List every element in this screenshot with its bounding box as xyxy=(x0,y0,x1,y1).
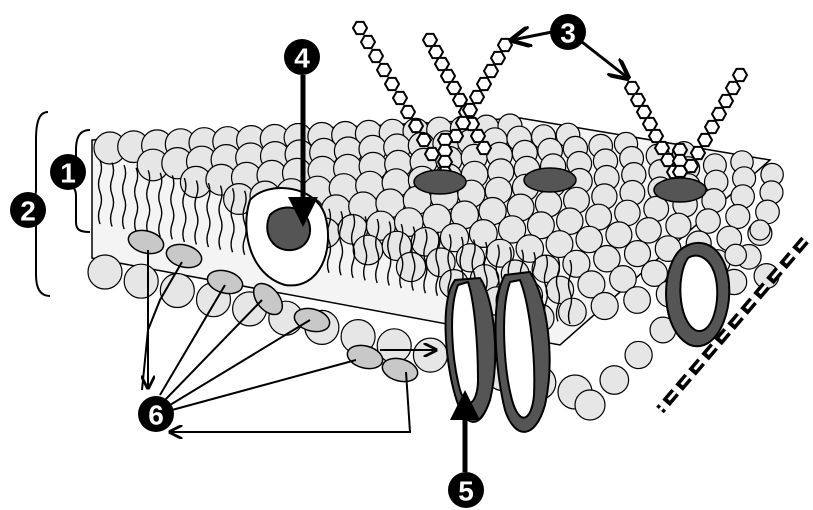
callout-2: 2 xyxy=(10,192,46,228)
lipid-head xyxy=(726,205,750,229)
sugar-ring xyxy=(655,142,669,154)
sugar-ring xyxy=(498,39,512,51)
sugar-ring xyxy=(425,148,439,160)
glycoprotein-base xyxy=(654,178,706,202)
lipid-head xyxy=(600,366,629,395)
sugar-ring xyxy=(698,134,712,146)
sugar-ring xyxy=(491,52,505,64)
callout-1: 1 xyxy=(50,154,86,190)
sugar-ring xyxy=(733,69,747,81)
lipid-head xyxy=(750,220,770,240)
callout-3-label: 3 xyxy=(560,18,576,49)
sugar-ring xyxy=(429,46,443,58)
callout-1-label: 1 xyxy=(60,158,76,189)
sugar-ring xyxy=(441,70,455,82)
sugar-ring xyxy=(393,92,407,104)
callout-5: 5 xyxy=(448,472,484,508)
lipid-head xyxy=(636,218,661,243)
sugar-ring xyxy=(456,117,470,129)
sugar-ring xyxy=(435,58,449,70)
sugar-ring xyxy=(625,82,639,94)
channel-protein xyxy=(446,272,550,432)
sugar-ring xyxy=(477,78,491,90)
sugar-ring xyxy=(377,64,391,76)
callout-6-label: 6 xyxy=(148,400,164,431)
lipid-head xyxy=(591,293,618,320)
sugar-ring xyxy=(643,118,657,130)
sugar-ring xyxy=(361,36,375,48)
callout-5-label: 5 xyxy=(458,476,474,507)
sugar-ring xyxy=(637,106,651,118)
sugar-ring xyxy=(726,82,740,94)
callout-4: 4 xyxy=(284,39,320,75)
sugar-ring xyxy=(401,106,415,118)
sugar-ring xyxy=(463,104,477,116)
sugar-ring xyxy=(631,94,645,106)
lipid-head xyxy=(559,298,587,326)
sugar-ring xyxy=(417,134,431,146)
sugar-ring xyxy=(691,147,705,159)
sugar-ring xyxy=(484,65,498,77)
sugar-ring xyxy=(649,130,663,142)
lipid-head xyxy=(625,341,652,368)
sugar-ring xyxy=(353,22,367,34)
callout-2-label: 2 xyxy=(20,196,36,227)
callout-4-label: 4 xyxy=(294,43,310,74)
sugar-ring xyxy=(477,142,491,154)
sugar-ring xyxy=(712,108,726,120)
sugar-ring xyxy=(471,130,485,142)
lipid-head xyxy=(624,287,651,314)
sugar-ring xyxy=(409,120,423,132)
side-protein xyxy=(666,243,729,346)
lipid-head xyxy=(666,213,691,238)
sugar-ring xyxy=(369,50,383,62)
lipid-head xyxy=(575,390,605,420)
sugar-ring xyxy=(385,78,399,90)
lipid-head xyxy=(396,252,425,281)
glycoprotein-base xyxy=(524,168,576,192)
lipid-head xyxy=(88,255,122,289)
glycoprotein-base xyxy=(414,170,466,194)
sugar-ring xyxy=(470,91,484,103)
lipid-head xyxy=(725,244,746,265)
lipid-head xyxy=(696,209,720,233)
sugar-ring xyxy=(719,95,733,107)
sugar-ring xyxy=(453,94,467,106)
lipid-head xyxy=(413,338,447,372)
sugar-ring xyxy=(447,82,461,94)
callout-6: 6 xyxy=(138,396,174,432)
callout-3: 3 xyxy=(550,14,586,50)
sugar-ring xyxy=(705,121,719,133)
lipid-head xyxy=(124,264,158,298)
sugar-ring xyxy=(423,34,437,46)
